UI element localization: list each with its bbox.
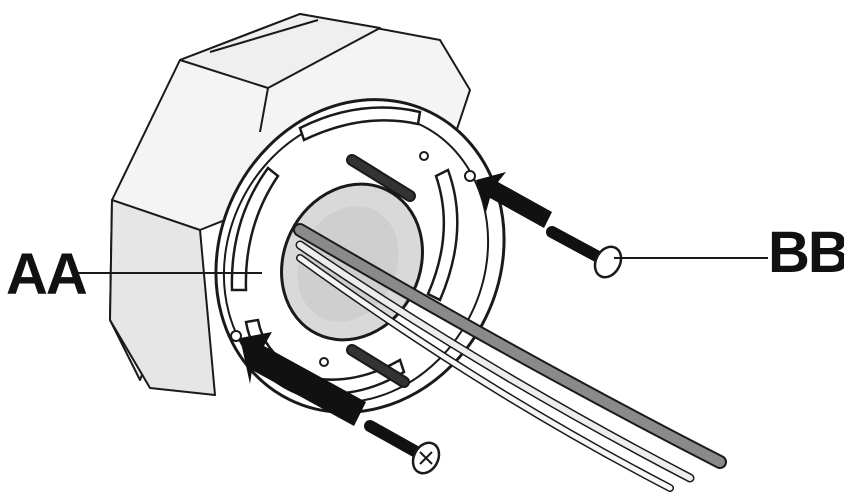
studs <box>346 154 416 388</box>
arrows <box>240 172 552 426</box>
hole-bottom <box>319 357 329 367</box>
slot-left <box>230 166 280 292</box>
screws <box>364 226 623 475</box>
stud-icon <box>346 154 416 202</box>
cables <box>293 223 727 492</box>
stud-icon <box>346 344 410 388</box>
cable-light-2 <box>297 255 673 491</box>
screw-icon <box>546 226 623 279</box>
label-aa: AA <box>6 242 87 307</box>
junction-box-top <box>179 13 381 89</box>
junction-box-side <box>109 199 216 396</box>
cable-dark <box>295 225 725 467</box>
hole-top <box>419 151 429 161</box>
hole-left <box>230 330 242 342</box>
hole-right <box>464 170 476 182</box>
label-bb: BB <box>768 220 844 285</box>
arrow-icon <box>476 172 552 228</box>
arrow-icon <box>240 332 366 426</box>
junction-box-top-edge <box>209 19 319 133</box>
screw-icon <box>364 420 441 475</box>
ring-holes <box>230 151 476 367</box>
slot-right <box>426 168 459 302</box>
cable-light-1 <box>297 242 693 481</box>
slot-top <box>298 106 422 142</box>
callout-lines <box>76 257 768 274</box>
